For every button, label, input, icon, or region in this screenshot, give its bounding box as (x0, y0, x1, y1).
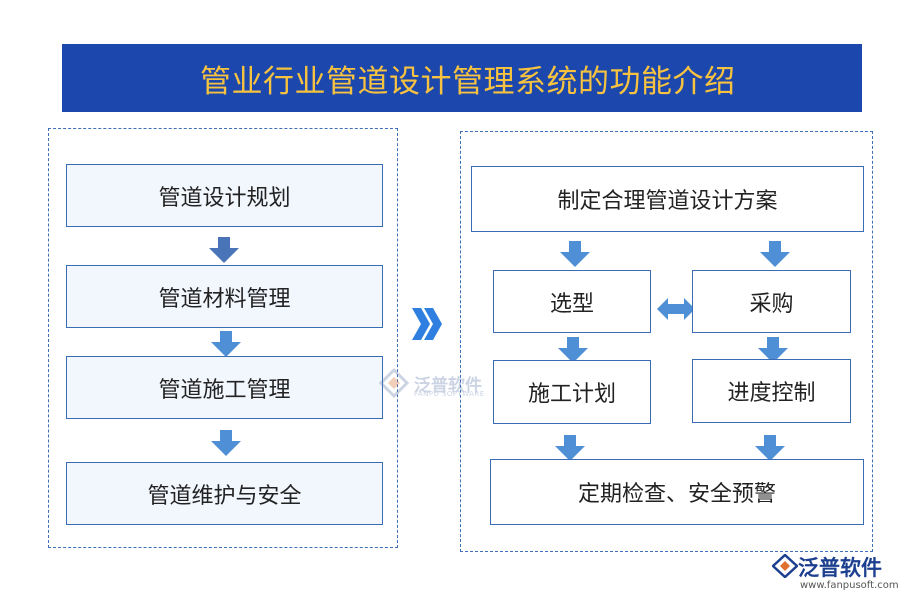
logo-name: 泛普软件 (798, 556, 882, 580)
fanpu-logo: 泛普软件 www.fanpusoft.com (772, 552, 899, 598)
down-arrow-icon (760, 241, 790, 267)
watermark-name: 泛普软件 (414, 375, 482, 396)
select-label: 选型 (549, 291, 594, 317)
step-label: 管道材料管理 (158, 286, 291, 312)
progress-control-box: 进度控制 (692, 359, 851, 423)
construction-plan-box: 施工计划 (493, 360, 651, 424)
down-arrow-icon (558, 337, 588, 363)
step-material-management: 管道材料管理 (66, 265, 383, 328)
logo-url: www.fanpusoft.com (800, 580, 899, 591)
step-construction-management: 管道施工管理 (66, 356, 383, 419)
fanpu-logo-icon (772, 554, 798, 578)
step-label: 管道维护与安全 (147, 483, 302, 509)
purchase-box: 采购 (692, 270, 851, 333)
down-arrow-icon (758, 337, 788, 363)
title-bar: 管业行业管道设计管理系统的功能介绍 (62, 44, 862, 112)
down-arrow-icon (209, 237, 239, 263)
fanpu-watermark-icon (378, 368, 410, 398)
step-label: 管道施工管理 (158, 377, 291, 403)
progress-control-label: 进度控制 (727, 381, 816, 406)
step-design-planning: 管道设计规划 (66, 164, 383, 227)
inspection-warning-box: 定期检查、安全预警 (490, 459, 864, 525)
down-arrow-icon (755, 435, 785, 461)
construction-plan-label: 施工计划 (527, 382, 616, 407)
watermark: 泛普软件 FANPU SOFTWARE (378, 368, 485, 398)
page-title: 管业行业管道设计管理系统的功能介绍 (200, 63, 736, 100)
double-headed-arrow-icon (657, 298, 695, 320)
step-label: 管道设计规划 (158, 185, 291, 211)
watermark-sub: FANPU SOFTWARE (414, 390, 485, 398)
down-arrow-icon (555, 435, 585, 461)
double-chevron-right-icon (412, 308, 442, 340)
down-arrow-icon (211, 331, 241, 357)
right-panel (460, 131, 873, 552)
step-maintenance-safety: 管道维护与安全 (66, 462, 383, 525)
select-box: 选型 (493, 270, 651, 333)
design-plan-box: 制定合理管道设计方案 (471, 166, 864, 232)
left-panel (48, 128, 398, 548)
design-plan-label: 制定合理管道设计方案 (557, 189, 778, 214)
inspection-warning-label: 定期检查、安全预警 (577, 482, 776, 507)
purchase-label: 采购 (749, 291, 794, 317)
down-arrow-icon (560, 241, 590, 267)
down-arrow-icon (211, 430, 241, 456)
